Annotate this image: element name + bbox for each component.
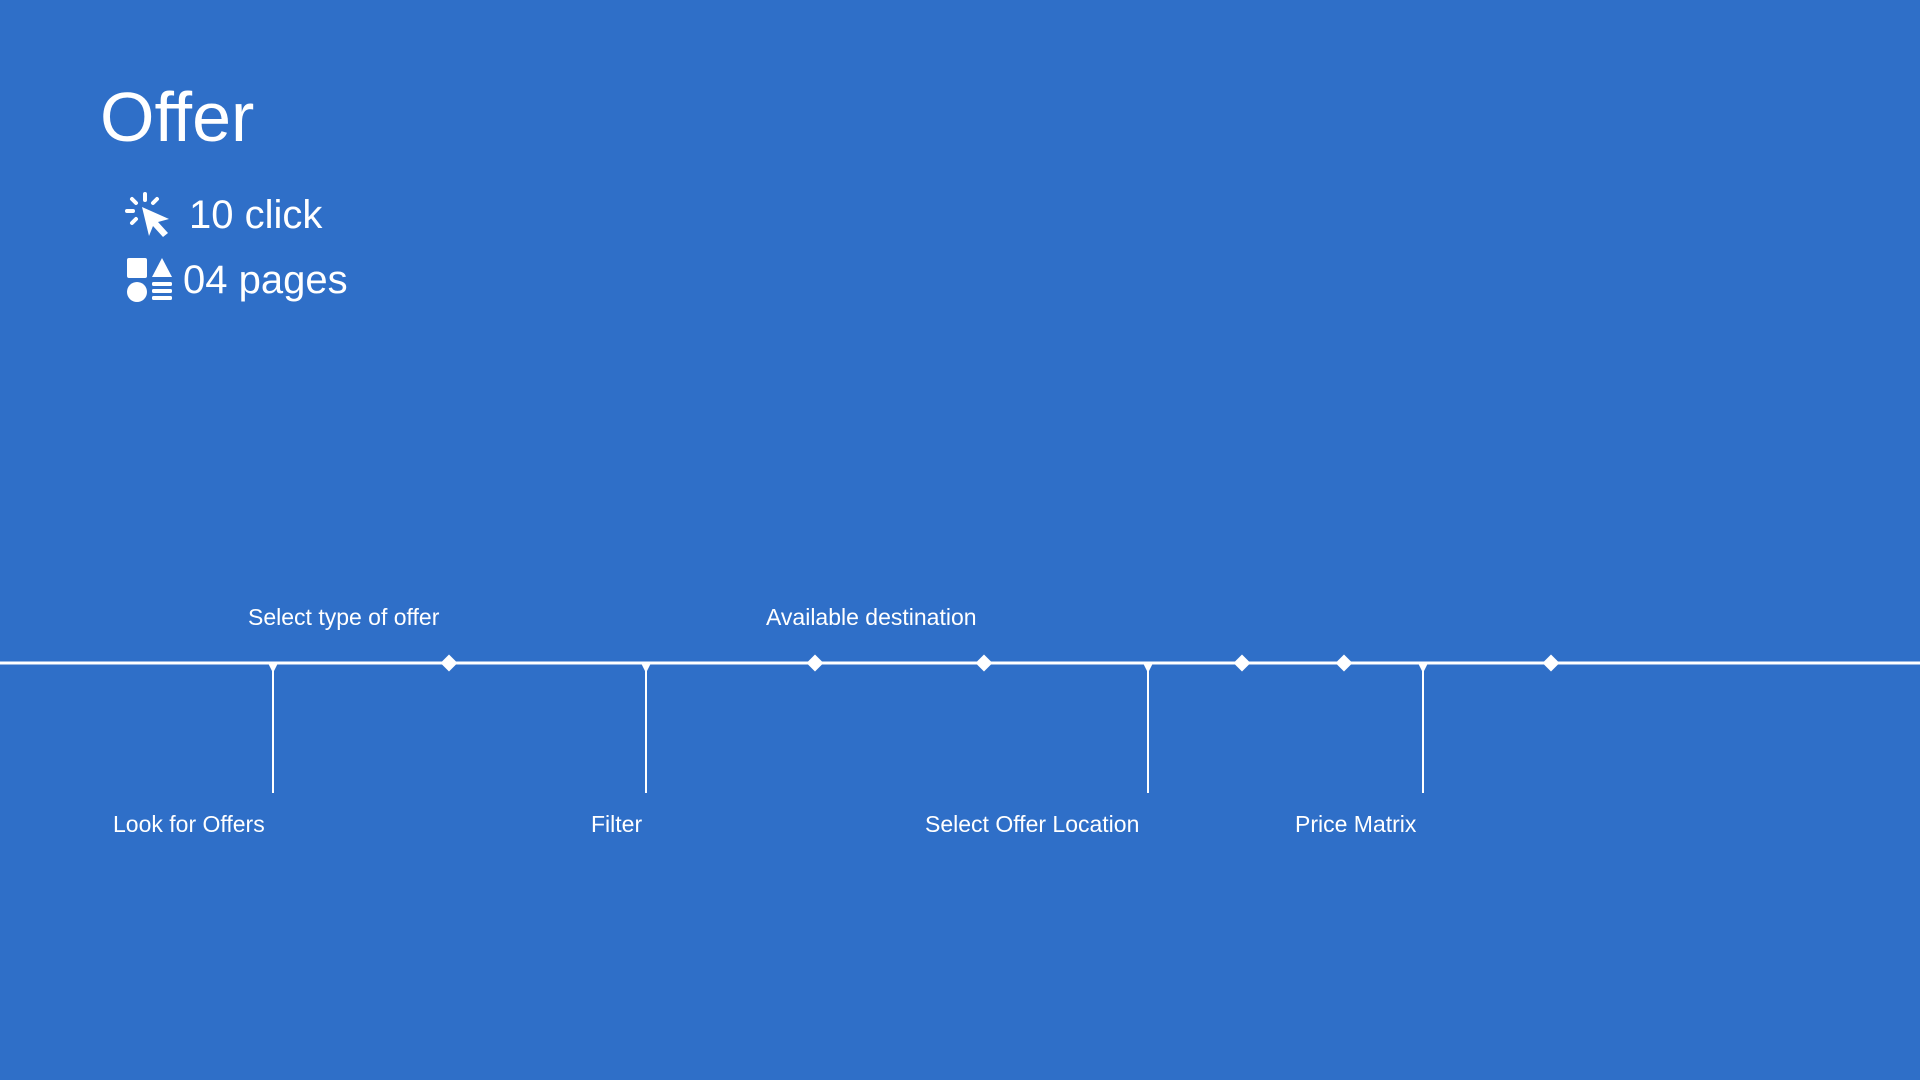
page-title: Offer bbox=[100, 78, 255, 156]
timeline-marker bbox=[806, 654, 824, 672]
timeline-marker bbox=[975, 654, 993, 672]
pages-label: 04 pages bbox=[183, 258, 348, 302]
timeline-marker bbox=[440, 654, 458, 672]
step-connector bbox=[1418, 663, 1428, 793]
clicks-label: 10 click bbox=[189, 193, 323, 237]
pages-stat: 04 pages bbox=[125, 256, 348, 304]
step-connector bbox=[1143, 663, 1153, 793]
timeline-marker bbox=[1542, 654, 1560, 672]
step-label-below: Price Matrix bbox=[1295, 811, 1417, 837]
clicks-stat: 10 click bbox=[125, 192, 322, 238]
step-connector bbox=[268, 663, 278, 793]
pointer-click-icon bbox=[125, 192, 173, 238]
step-label-below: Filter bbox=[591, 811, 643, 837]
timeline-marker bbox=[1233, 654, 1251, 672]
step-label-above: Available destination bbox=[766, 604, 977, 630]
timeline-marker bbox=[1335, 654, 1353, 672]
step-label-below: Look for Offers bbox=[113, 811, 265, 837]
step-label-below: Select Offer Location bbox=[925, 811, 1140, 837]
step-label-above: Select type of offer bbox=[248, 604, 440, 630]
shapes-pages-icon bbox=[125, 256, 173, 304]
step-connector bbox=[641, 663, 651, 793]
